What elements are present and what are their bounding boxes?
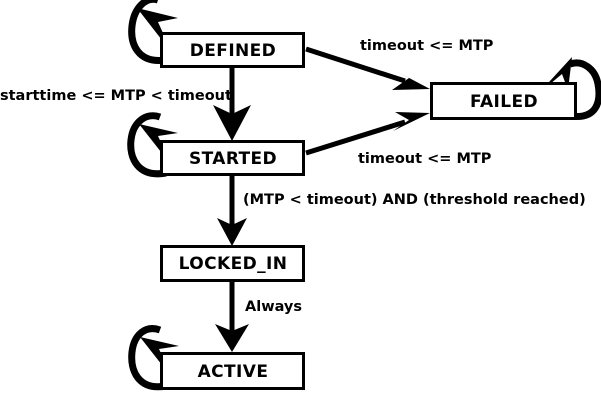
started-self-loop-path bbox=[127, 112, 167, 178]
defined-to-started-arrowhead bbox=[213, 105, 251, 141]
started-to-failed-line bbox=[305, 119, 406, 156]
started-to-locked-in-arrowhead bbox=[217, 218, 247, 246]
failed-self-loop-path bbox=[568, 59, 601, 120]
started-self-loop-arrowhead bbox=[139, 124, 178, 166]
defined-label: DEFINED bbox=[190, 41, 276, 61]
locked-in-to-active-arrowhead bbox=[215, 324, 249, 352]
edge-label-started-to-locked-in: (MTP < timeout) AND (threshold reached) bbox=[243, 192, 586, 208]
transition-started-self bbox=[127, 112, 178, 178]
defined-to-failed-arrowhead bbox=[392, 70, 430, 90]
edge-label-started-to-failed: timeout <= MTP bbox=[358, 151, 492, 167]
transition-started-to-failed bbox=[305, 112, 430, 156]
failed-box[interactable] bbox=[430, 82, 577, 120]
defined-box[interactable] bbox=[160, 32, 305, 68]
started-box[interactable] bbox=[160, 140, 305, 176]
failed-label: FAILED bbox=[470, 92, 538, 112]
locked-in-box[interactable] bbox=[160, 245, 305, 282]
transition-defined-self bbox=[128, 0, 178, 64]
transition-started-to-locked-in bbox=[217, 176, 247, 246]
active-label: ACTIVE bbox=[198, 362, 269, 382]
state-node-locked-in[interactable]: LOCKED_IN bbox=[160, 245, 305, 282]
edge-label-defined-to-failed: timeout <= MTP bbox=[360, 38, 494, 54]
edge-label-defined-to-started: starttime <= MTP < timeout bbox=[0, 88, 232, 104]
defined-to-failed-line bbox=[305, 46, 406, 84]
transition-defined-to-failed bbox=[305, 46, 430, 90]
state-node-active[interactable]: ACTIVE bbox=[160, 352, 305, 390]
defined-self-loop-path bbox=[128, 0, 167, 64]
state-node-started[interactable]: STARTED bbox=[160, 140, 305, 176]
transition-locked-in-to-active bbox=[215, 282, 249, 352]
started-label: STARTED bbox=[189, 149, 277, 169]
transition-defined-to-started bbox=[213, 68, 251, 141]
state-node-defined[interactable]: DEFINED bbox=[160, 32, 305, 68]
active-box[interactable] bbox=[160, 352, 305, 390]
defined-self-loop-arrowhead bbox=[137, 8, 178, 53]
state-node-failed[interactable]: FAILED bbox=[430, 82, 577, 120]
transition-active-self bbox=[128, 325, 179, 391]
active-self-loop-path bbox=[128, 325, 167, 391]
locked-in-label: LOCKED_IN bbox=[179, 254, 288, 274]
active-self-loop-arrowhead bbox=[140, 337, 179, 379]
started-to-failed-arrowhead bbox=[393, 112, 430, 131]
edge-label-locked-in-to-active: Always bbox=[245, 299, 302, 315]
